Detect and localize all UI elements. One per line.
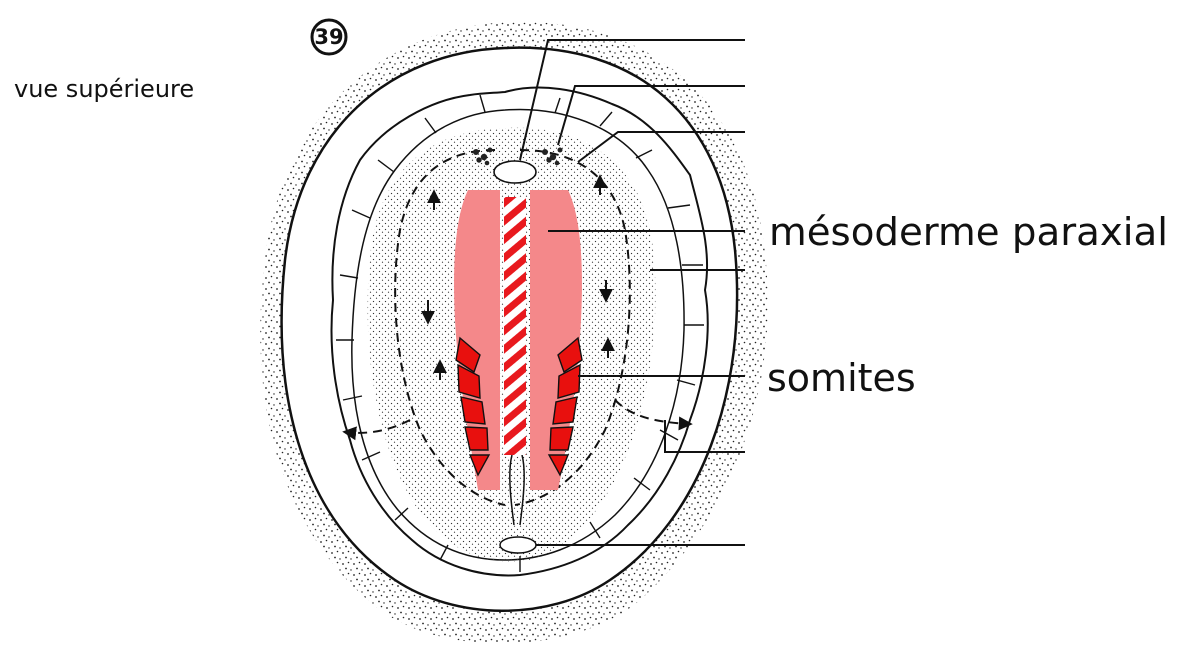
view-label: vue supérieure	[14, 75, 194, 103]
cloacal-membrane	[500, 537, 536, 553]
figure-number: 39	[314, 25, 343, 49]
notochord	[504, 197, 526, 455]
prechordal-plate	[494, 161, 536, 183]
label-somites: somites	[767, 356, 916, 400]
label-paraxial-mesoderm: mésoderme paraxial	[769, 210, 1168, 254]
